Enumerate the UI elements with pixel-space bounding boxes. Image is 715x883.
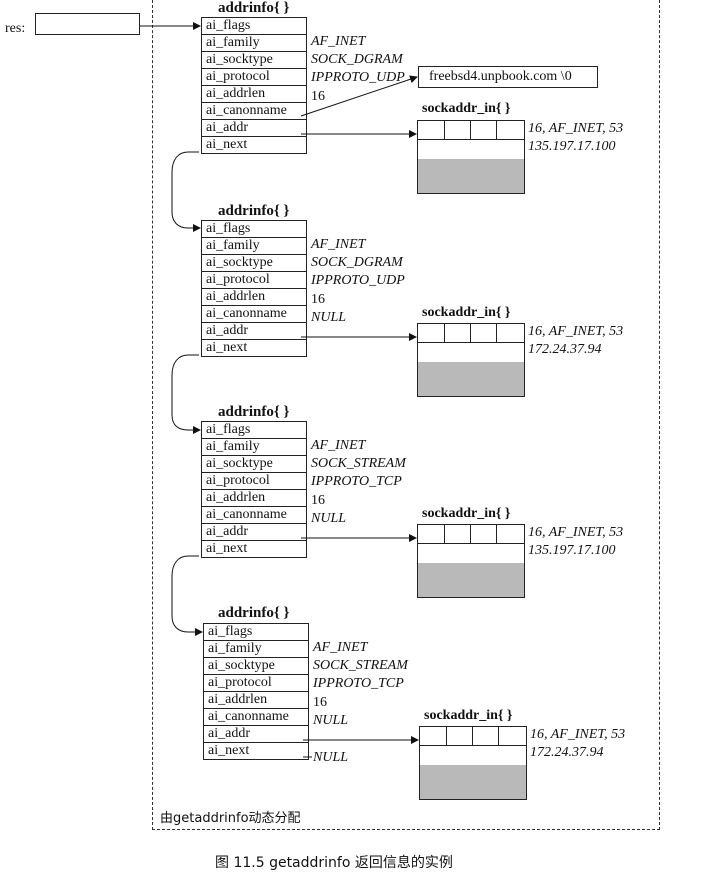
field-ai-canonname: ai_canonname [201,305,307,323]
arrow-next-2 [171,354,201,434]
canonname-string-box: freebsd4.unpbook.com \0 [418,66,598,88]
value-protocol-4: IPPROTO_TCP [313,676,404,691]
field-ai-next: ai_next [203,742,309,760]
sockaddr-line2-3: 135.197.17.100 [528,543,616,558]
field-ai-next: ai_next [201,136,307,154]
addrinfo-struct-2: ai_flags ai_family ai_socktype ai_protoc… [201,220,307,357]
addrinfo-title-4: addrinfo{ } [218,605,290,621]
value-protocol-2: IPPROTO_UDP [311,273,405,288]
sockaddr-title-2: sockaddr_in{ } [422,305,511,320]
value-socktype-2: SOCK_DGRAM [311,255,403,270]
value-family-3: AF_INET [311,438,366,453]
value-socktype-4: SOCK_STREAM [313,658,408,673]
value-family-2: AF_INET [311,237,366,252]
arrow-next-3 [171,555,203,636]
value-protocol-3: IPPROTO_TCP [311,474,402,489]
value-socktype-1: SOCK_DGRAM [311,52,403,67]
addrinfo-struct-3: ai_flags ai_family ai_socktype ai_protoc… [201,421,307,558]
value-canonname-3: NULL [311,511,347,526]
figure-caption: 图 11.5 getaddrinfo 返回信息的实例 [215,855,453,871]
field-ai-canonname: ai_canonname [201,102,307,120]
addrinfo-title-3: addrinfo{ } [218,404,290,420]
field-ai-next: ai_next [201,540,307,558]
field-ai-flags: ai_flags [201,421,307,439]
value-canonname-4: NULL [313,713,349,728]
sockaddr-title-3: sockaddr_in{ } [422,506,511,521]
value-socktype-3: SOCK_STREAM [311,456,406,471]
value-protocol-1: IPPROTO_UDP [311,70,405,85]
field-ai-canonname: ai_canonname [203,708,309,726]
value-canonname-2: NULL [311,310,347,325]
addrinfo-title-2: addrinfo{ } [218,203,290,219]
field-ai-addrlen: ai_addrlen [201,288,307,306]
addrinfo-struct-4: ai_flags ai_family ai_socktype ai_protoc… [203,623,309,760]
sockaddr-box-2 [417,323,525,397]
field-ai-flags: ai_flags [203,623,309,641]
sockaddr-box-1 [417,120,525,194]
value-addrlen-2: 16 [311,292,325,307]
sockaddr-line2-2: 172.24.37.94 [528,342,602,357]
value-addrlen-4: 16 [313,695,327,710]
field-ai-socktype: ai_socktype [201,254,307,272]
dynamic-allocation-region [152,0,660,830]
addrinfo-struct-1: ai_flags ai_family ai_socktype ai_protoc… [201,17,307,154]
sockaddr-title-1: sockaddr_in{ } [422,101,511,116]
arrow-next-1 [171,151,201,232]
sockaddr-line2-1: 135.197.17.100 [528,139,616,154]
sockaddr-title-4: sockaddr_in{ } [424,708,513,723]
sockaddr-line1-1: 16, AF_INET, 53 [528,121,624,136]
value-family-4: AF_INET [313,640,368,655]
sockaddr-line1-4: 16, AF_INET, 53 [530,727,626,742]
value-addrlen-1: 16 [311,89,325,104]
field-ai-canonname: ai_canonname [201,506,307,524]
sockaddr-box-3 [417,524,525,598]
arrow-canonname [300,75,418,117]
sockaddr-line2-4: 172.24.37.94 [530,745,604,760]
field-ai-socktype: ai_socktype [203,657,309,675]
field-ai-family: ai_family [201,438,307,456]
sockaddr-box-4 [419,726,527,800]
field-ai-protocol: ai_protocol [203,674,309,692]
res-label: res: [5,21,26,36]
dynamic-allocation-label: 由getaddrinfo动态分配 [160,811,301,826]
addrinfo-title-1: addrinfo{ } [218,0,290,16]
value-family-1: AF_INET [311,34,366,49]
field-ai-flags: ai_flags [201,220,307,238]
sockaddr-line1-3: 16, AF_INET, 53 [528,525,624,540]
sockaddr-line1-2: 16, AF_INET, 53 [528,324,624,339]
field-ai-socktype: ai_socktype [201,51,307,69]
field-ai-addrlen: ai_addrlen [201,85,307,103]
res-pointer-box [35,13,140,35]
field-ai-next: ai_next [201,339,307,357]
field-ai-protocol: ai_protocol [201,271,307,289]
field-ai-addr: ai_addr [203,725,309,743]
value-addrlen-3: 16 [311,493,325,508]
value-next-4: NULL [313,750,349,765]
